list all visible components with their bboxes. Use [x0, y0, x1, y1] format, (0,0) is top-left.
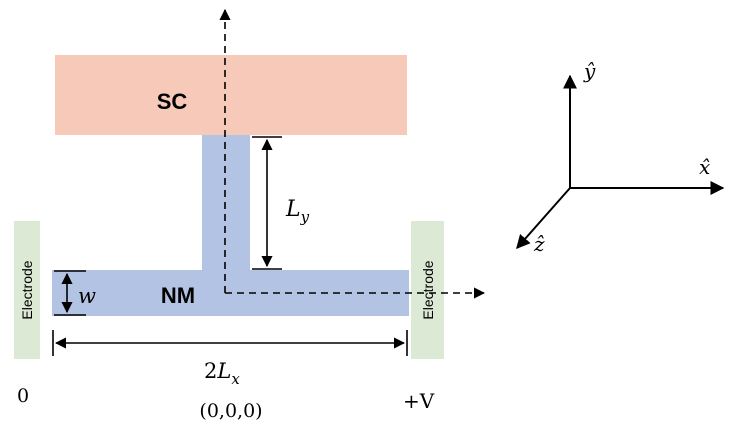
- axis-y-label: ŷ: [583, 59, 596, 83]
- electrode-left-label: Electrode: [19, 260, 35, 319]
- origin-coordinates: (0,0,0): [199, 400, 262, 422]
- left-potential: 0: [17, 385, 29, 407]
- electrode-right-label: Electrode: [420, 260, 436, 319]
- lx-label: 2Lx: [204, 359, 240, 388]
- sc-region: [55, 55, 407, 135]
- electrode-left: [14, 221, 40, 359]
- nm-label: NM: [161, 283, 195, 308]
- axis-x-label: x̂: [699, 155, 710, 179]
- ly-label: Ly: [285, 197, 310, 226]
- right-potential: +V: [403, 389, 435, 413]
- sc-label: SC: [157, 89, 188, 114]
- axis-z-label: ẑ: [533, 232, 545, 256]
- axis-z-arrow: [516, 187, 571, 250]
- nm-stem: [202, 135, 250, 275]
- electrode-right: [411, 221, 444, 359]
- w-label: w: [78, 284, 96, 308]
